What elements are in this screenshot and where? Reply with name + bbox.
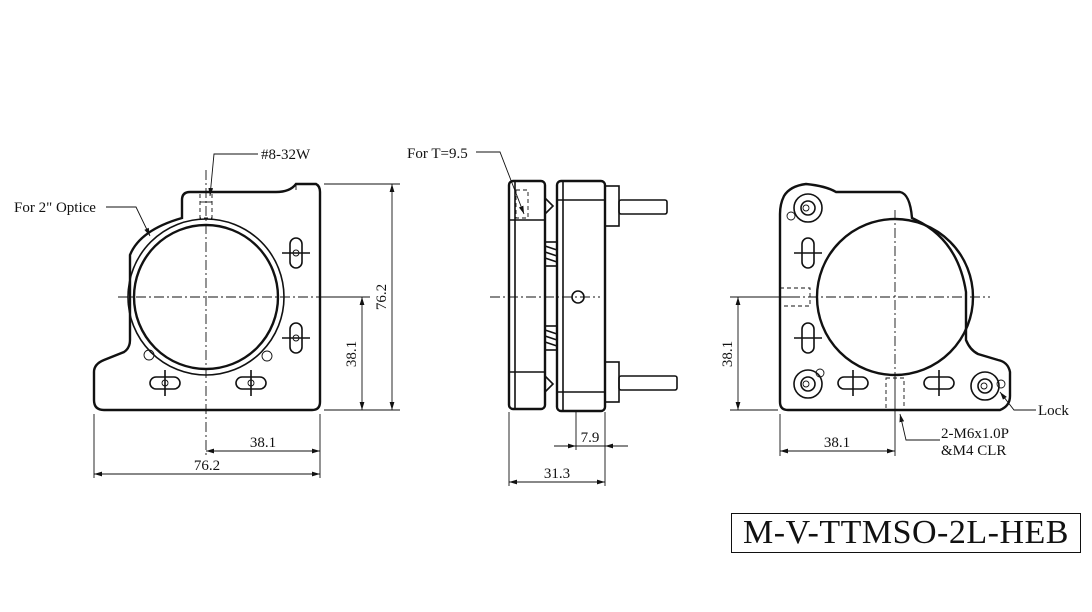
front-height-dimension: 76.2 (374, 284, 390, 310)
back-view: 38.1 38.1 2-M6x1.0P &M4 CLR Lock (720, 182, 1069, 459)
front-optic-callout: For 2" Optice (14, 200, 96, 216)
back-screw-callout-line2: &M4 CLR (941, 443, 1006, 459)
back-screw-callout-line1: 2-M6x1.0P (941, 426, 1009, 442)
front-center-width-dimension: 38.1 (250, 435, 276, 451)
side-plate-dimension: 7.9 (581, 430, 600, 446)
front-plate-outline (92, 182, 322, 412)
back-center-width-dimension: 38.1 (824, 435, 850, 451)
part-number-box: M-V-TTMSO-2L-HEB (731, 513, 1081, 553)
back-lock-callout: Lock (1038, 403, 1069, 419)
front-thread-callout: #8-32W (261, 147, 311, 163)
front-center-height-dimension: 38.1 (344, 341, 360, 367)
side-rear-plate (555, 179, 607, 413)
side-thickness-callout: For T=9.5 (407, 146, 468, 162)
part-number: M-V-TTMSO-2L-HEB (743, 514, 1069, 551)
back-plate-outline (778, 182, 1012, 412)
side-depth-dimension: 31.3 (544, 466, 570, 482)
front-width-dimension: 76.2 (194, 458, 220, 474)
side-view: For T=9.5 7.9 31.3 (407, 146, 678, 486)
front-view: #8-32W For 2" Optice 76.2 38.1 38.1 76.2 (14, 147, 400, 478)
side-front-plate (507, 179, 547, 411)
back-center-height-dimension: 38.1 (720, 341, 736, 367)
